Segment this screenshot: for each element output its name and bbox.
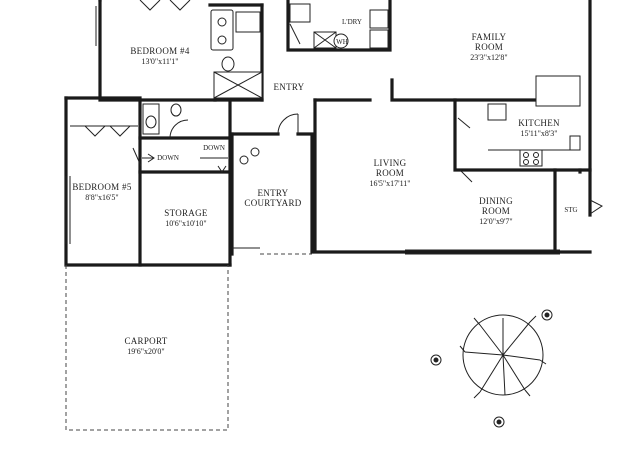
storage-dimensions: 10'6"x10'10" (165, 219, 206, 228)
bedroom5-dimensions: 8'8"x16'5" (85, 193, 118, 202)
bedroom5-label: BEDROOM #5 (72, 182, 131, 192)
stair-down-label: DOWN (157, 154, 179, 162)
courtyard-label: ENTRY (257, 188, 288, 198)
living-room-label-2: ROOM (376, 168, 404, 178)
courtyard-label-2: COURTYARD (244, 198, 301, 208)
family-room-label-2: ROOM (475, 42, 503, 52)
room-labels: BEDROOM #4 13'0"x11'1" L'DRY WH FAMILY R… (72, 18, 577, 356)
dining-room-label-2: ROOM (482, 206, 510, 216)
water-heater-label: WH (336, 38, 348, 46)
stg-label: STG (564, 206, 577, 214)
dining-room-label: DINING (479, 196, 513, 206)
bedroom4-dimensions: 13'0"x11'1" (141, 57, 178, 66)
plant-icon (239, 147, 260, 165)
bedroom4-label: BEDROOM #4 (130, 46, 189, 56)
entry-label: ENTRY (273, 82, 304, 92)
kitchen-label: KITCHEN (518, 118, 560, 128)
fixtures (65, 0, 603, 431)
walls (64, 0, 592, 267)
dining-room-dimensions: 12'0"x9'7" (479, 217, 512, 226)
carport-label: CARPORT (124, 336, 167, 346)
stair-down-label-2: DOWN (203, 144, 225, 152)
kitchen-dimensions: 15'11"x8'3" (520, 129, 557, 138)
storage-label: STORAGE (164, 208, 208, 218)
laundry-label: L'DRY (342, 18, 362, 26)
family-room-label: FAMILY (472, 32, 507, 42)
living-room-label: LIVING (374, 158, 407, 168)
living-room-dimensions: 16'5"x17'11" (369, 179, 410, 188)
family-room-dimensions: 23'3"x12'8" (470, 53, 507, 62)
carport-dimensions: 19'6"x20'0" (127, 347, 164, 356)
tree-icon (459, 314, 547, 399)
shrub-icon (430, 309, 553, 428)
